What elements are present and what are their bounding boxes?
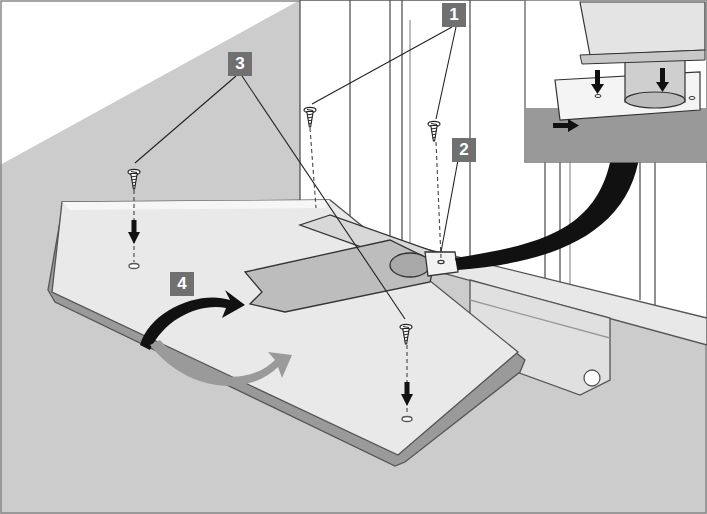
base-plate-part (62, 200, 330, 210)
down-arrows-part (405, 382, 410, 395)
leader-lines-part (312, 27, 452, 104)
gate-part (349, 0, 350, 232)
detail-inset-part (580, 2, 705, 55)
detail-inset-part (553, 123, 569, 128)
screw-paths-part (436, 142, 441, 258)
detail-inset-part (656, 82, 669, 92)
down-arrows (128, 220, 413, 406)
base-plate (48, 200, 525, 466)
screw-paths (134, 128, 441, 415)
callout-number: 4 (170, 272, 194, 296)
rotation-arrow (140, 290, 292, 386)
gate-part (389, 0, 390, 240)
down-arrows-part (132, 220, 137, 233)
callout-number: 2 (452, 138, 476, 162)
hinge-arm-part (425, 252, 458, 276)
callout-number: 3 (228, 52, 252, 76)
leader-lines-part (135, 76, 236, 163)
leader-lines-part (441, 160, 458, 252)
gate-rail-part (584, 370, 600, 386)
transfer-band (455, 152, 640, 270)
rotation-arrow-part (150, 340, 292, 386)
detail-inset-part (660, 68, 665, 82)
gate-part (469, 0, 470, 258)
detail-inset-part (625, 92, 685, 108)
hinge-arm-part (390, 253, 430, 277)
base-plate-part (52, 200, 518, 455)
leader-lines-part (436, 27, 456, 119)
detail-inset-part (580, 50, 705, 64)
screws-part (428, 121, 440, 141)
transfer-band-part (455, 152, 640, 270)
hinge-arm (245, 215, 458, 312)
detail-inset-part (525, 0, 707, 162)
gate-part (401, 0, 402, 243)
screw-paths-part (310, 128, 316, 208)
leader-lines-part (242, 76, 405, 319)
rotation-arrow-part (140, 290, 245, 350)
detail-inset-part (595, 95, 601, 98)
detail-inset-part (595, 70, 600, 84)
floor-part (0, 0, 300, 165)
detail-inset-part (689, 97, 695, 100)
detail-inset-part (568, 119, 579, 132)
callout-number: 1 (442, 3, 466, 27)
detail-inset-part (591, 84, 604, 94)
down-arrows-part (401, 394, 413, 406)
hinge-arm-part (438, 260, 444, 263)
detail-inset (525, 0, 707, 162)
screws-part (400, 324, 412, 344)
base-plate-part (129, 264, 139, 269)
down-arrows-part (128, 232, 140, 244)
screws-part (304, 107, 316, 127)
leader-lines (135, 27, 458, 319)
gate-part (409, 20, 410, 245)
base-plate-part (402, 417, 412, 422)
hinge-arm-part (245, 240, 435, 312)
screws-part (128, 169, 140, 189)
